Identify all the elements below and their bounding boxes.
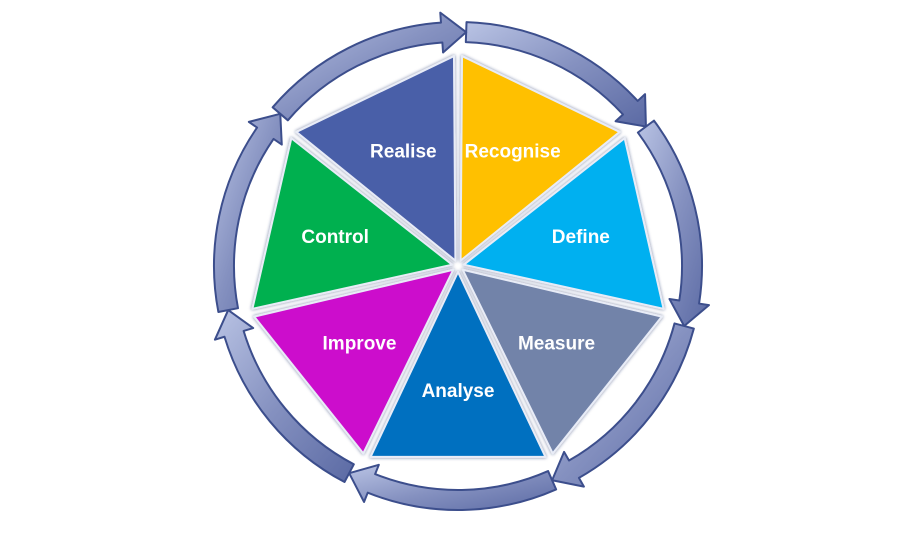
segment-label-define: Define — [552, 227, 610, 248]
segment-realise — [295, 55, 457, 262]
segment-improve — [253, 268, 455, 455]
segment-label-analyse: Analyse — [422, 381, 495, 402]
cycle-arrow-define — [636, 119, 710, 327]
segment-label-realise: Realise — [370, 141, 437, 162]
cycle-arrow-control — [213, 112, 283, 313]
cycle-segments — [251, 55, 665, 458]
cycle-arrow-recognise — [464, 21, 647, 128]
segment-control — [251, 137, 454, 310]
segment-label-recognise: Recognise — [465, 141, 561, 162]
cycle-arrow-improve — [213, 309, 355, 484]
cycle-arrow-analyse — [348, 463, 558, 511]
segment-analyse — [369, 271, 547, 458]
cycle-arrow-measure — [551, 322, 695, 488]
segment-label-measure: Measure — [518, 334, 595, 355]
segment-define — [462, 137, 665, 310]
segment-recognise — [459, 55, 621, 262]
cycle-arrows — [213, 11, 710, 511]
cycle-arrow-realise — [271, 11, 468, 122]
segment-measure — [461, 268, 663, 455]
segment-label-control: Control — [301, 227, 369, 248]
segment-label-improve: Improve — [323, 334, 397, 355]
